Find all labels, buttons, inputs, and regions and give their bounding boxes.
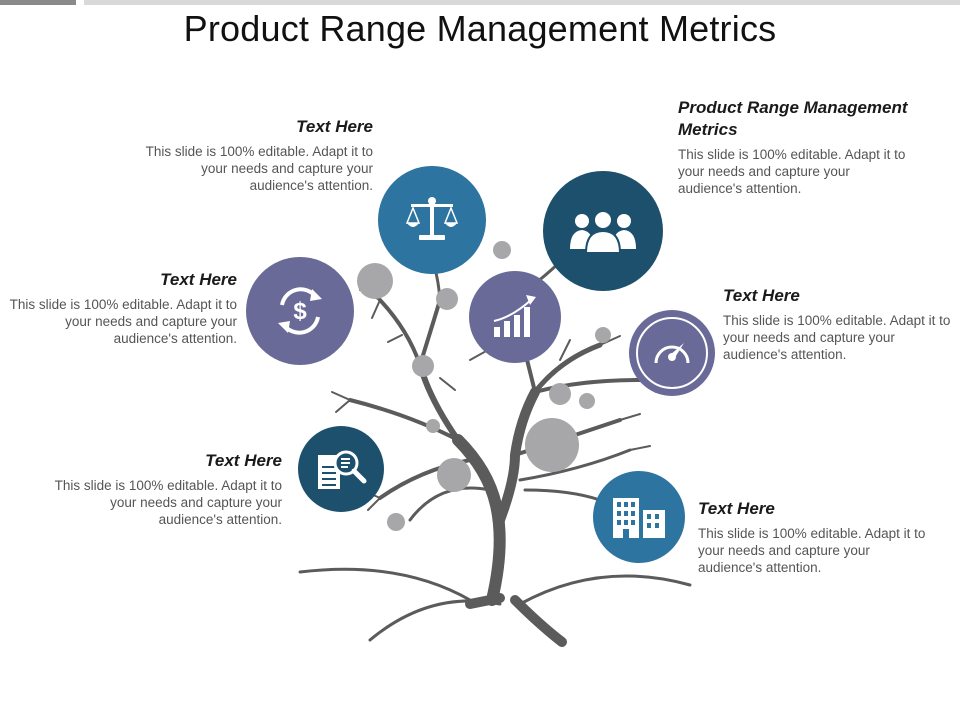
search-circle — [298, 426, 384, 512]
dollar-circle: $ — [246, 257, 354, 365]
heading: Text Here — [205, 451, 282, 470]
slide-title: Product Range Management Metrics — [183, 8, 777, 49]
text-block-building: Text Here This slide is 100% editable. A… — [698, 498, 926, 576]
document-search-icon — [318, 450, 367, 489]
top-bar — [84, 0, 960, 5]
heading: Product Range Management Metrics — [678, 98, 908, 139]
body-text: This slide is 100% editable. Adapt it to… — [723, 313, 951, 362]
text-block-gauge: Text Here This slide is 100% editable. A… — [723, 285, 951, 363]
text-block-search: Text Here This slide is 100% editable. A… — [53, 450, 282, 528]
team-circle — [543, 171, 663, 291]
team-icon — [570, 210, 636, 253]
gauge-icon — [654, 343, 690, 364]
body-text: This slide is 100% editable. Adapt it to… — [678, 147, 906, 196]
growth-chart-icon — [493, 295, 536, 337]
balance-scale-icon — [405, 197, 459, 240]
dollar-cycle-icon: $ — [278, 287, 322, 335]
balance-circle — [378, 166, 486, 274]
svg-text:$: $ — [293, 298, 307, 325]
text-block-balance: Text Here This slide is 100% editable. A… — [143, 116, 373, 194]
building-circle — [593, 471, 685, 563]
body-text: This slide is 100% editable. Adapt it to… — [698, 526, 926, 575]
top-bar-accent — [0, 0, 76, 5]
heading: Text Here — [723, 286, 800, 305]
text-block-dollar: Text Here This slide is 100% editable. A… — [8, 269, 237, 347]
heading: Text Here — [296, 117, 373, 136]
heading: Text Here — [698, 499, 775, 518]
body-text: This slide is 100% editable. Adapt it to… — [54, 478, 282, 527]
building-icon — [613, 498, 665, 538]
gauge-circle — [629, 310, 715, 396]
heading: Text Here — [160, 270, 237, 289]
text-block-team: Product Range Management Metrics This sl… — [678, 97, 938, 197]
growth-circle — [469, 271, 561, 363]
body-text: This slide is 100% editable. Adapt it to… — [145, 144, 373, 193]
body-text: This slide is 100% editable. Adapt it to… — [9, 297, 237, 346]
